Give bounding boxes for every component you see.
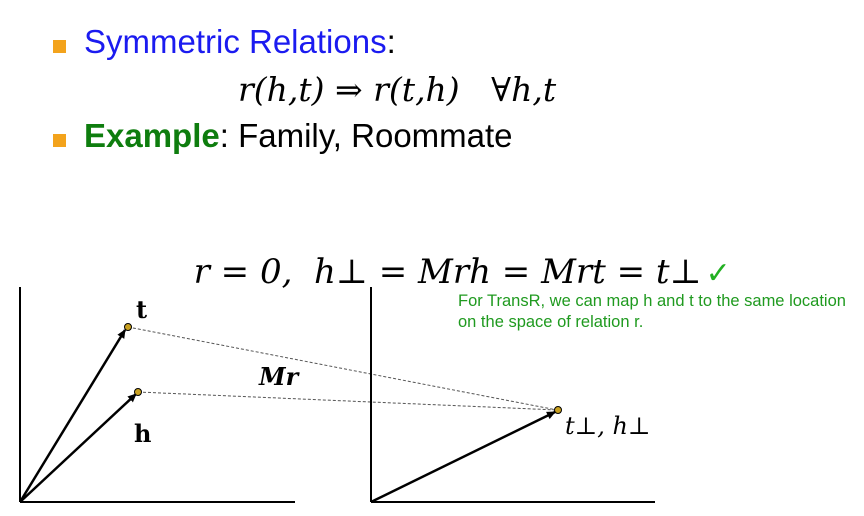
bullet-2 (53, 134, 66, 147)
projection-line-t (127, 326, 558, 411)
vector-t (18, 329, 127, 503)
point-projected (554, 406, 562, 414)
symmetry-rule: r(h,t) ⇒ r(t,h) ∀h,t (238, 70, 557, 109)
label-t: t (136, 295, 147, 324)
point-t (124, 323, 132, 331)
vector-h (19, 393, 137, 503)
label-h: h (134, 419, 151, 448)
vector-projected (370, 410, 556, 504)
example-line: Example: Family, Roommate (84, 117, 513, 155)
bullet-1 (53, 40, 66, 53)
transr-note: For TransR, we can map h and t to the sa… (458, 292, 846, 331)
projection-line-h (137, 391, 558, 411)
example-label: Example (84, 117, 220, 154)
example-text: : Family, Roommate (219, 117, 513, 154)
equation-text: r = 0, h⊥ = Mrh = Mrt = t⊥ (193, 252, 702, 292)
equation: r = 0, h⊥ = Mrh = Mrt = t⊥✓ (172, 212, 731, 292)
checkmark-icon: ✓ (705, 256, 731, 291)
symmetric-relations-line: Symmetric Relations: (84, 23, 396, 61)
symmetric-relations-term: Symmetric Relations (84, 23, 387, 60)
title-suffix: : (386, 23, 396, 60)
label-mr: Mr (258, 362, 301, 391)
label-projected: t⊥, h⊥ (565, 412, 651, 440)
point-h (134, 388, 142, 396)
